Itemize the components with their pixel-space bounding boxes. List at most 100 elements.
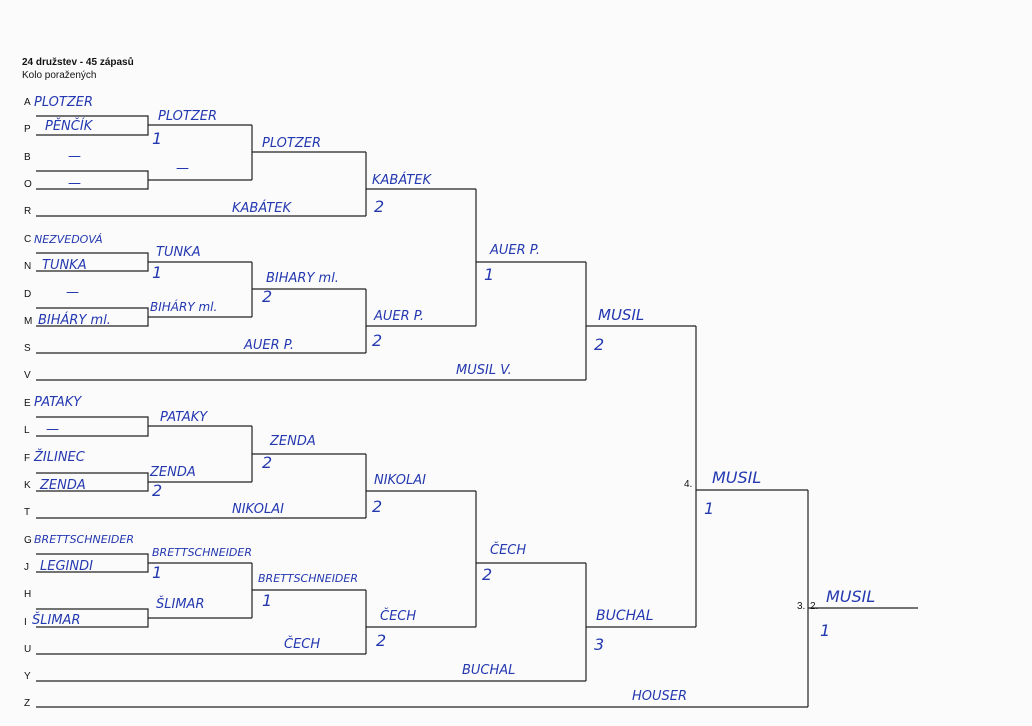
final-results: 4. MUSIL 1 3. 2. MUSIL 1: [684, 468, 875, 640]
r1-score: 2: [152, 481, 162, 500]
r5-winner: BUCHAL: [596, 608, 654, 624]
final-score: 1: [820, 621, 830, 640]
final-winner: MUSIL: [826, 587, 875, 606]
slot-letter: I: [24, 617, 27, 628]
entrant-z: HOUSER: [632, 689, 687, 704]
r4-b: [475, 491, 586, 627]
r4-winner: AUER P.: [489, 243, 540, 258]
r2-a: [251, 125, 366, 180]
slot-letter: K: [24, 480, 31, 491]
slot-letter: J: [24, 562, 29, 573]
r1-pair-bo: [36, 170, 252, 190]
r3-c: [365, 454, 476, 518]
r3-score: 2: [374, 197, 384, 216]
bye-name-r: KABÁTEK: [232, 200, 292, 216]
r3-d: [365, 590, 476, 654]
seed-name-c: NEZVEDOVÁ: [34, 233, 103, 246]
place-label-2: 2.: [810, 601, 818, 612]
r1-pair-ap: [36, 115, 252, 136]
r5-a: [585, 262, 696, 380]
slot-letter: P: [24, 124, 31, 135]
slot-letter: H: [24, 589, 31, 600]
r3-winner: AUER P.: [373, 309, 424, 324]
entrant-v: MUSIL V.: [456, 363, 512, 378]
seed-name-l: —: [46, 422, 59, 437]
r6-winner: MUSIL: [712, 468, 761, 487]
r1-pair-gj: [36, 553, 252, 573]
slot-letter: B: [24, 152, 31, 163]
seed-name-b: —: [68, 149, 81, 164]
round4-results: AUER P. 1 ČECH 2: [482, 243, 540, 584]
r5-winner: MUSIL: [598, 306, 644, 324]
r3-score: 2: [372, 331, 382, 350]
seed-name-d: —: [66, 285, 79, 300]
slot-letter: R: [24, 206, 31, 217]
slot-letter: O: [24, 179, 32, 190]
r1-pair-fk: [36, 472, 252, 492]
entrant-y: BUCHAL: [462, 663, 515, 678]
slot-letter: Y: [24, 671, 31, 682]
slot-letter: L: [24, 425, 30, 436]
bracket-lines: [36, 115, 918, 708]
bye-name-s: AUER P.: [243, 338, 294, 353]
round1-results: PLOTZER 1 — TUNKA 1 BIHÁRY ml. 2 PATAKY …: [149, 109, 272, 612]
r3-score: 2: [372, 497, 382, 516]
seed-name-o: —: [68, 176, 81, 191]
r1-score: 1: [152, 563, 162, 582]
seed-name-m: BIHÁRY ml.: [38, 312, 111, 328]
r2-score: 2: [262, 453, 272, 472]
r1-pair-el: [36, 416, 252, 437]
seed-names: PLOTZER PĚNČÍK — — NEZVEDOVÁ TUNKA — BIH…: [32, 95, 134, 628]
slot-letter: T: [24, 507, 30, 518]
slot-letter: D: [24, 289, 31, 300]
seed-name-n: TUNKA: [42, 258, 87, 273]
seed-name-e: PATAKY: [34, 395, 82, 410]
page-title: 24 družstev - 45 zápasů: [22, 57, 134, 68]
slot-letter: A: [24, 97, 31, 108]
r3-b: [365, 289, 476, 353]
r4-score: 2: [482, 565, 492, 584]
r3-a: [365, 152, 476, 216]
r1-score: 1: [152, 129, 162, 148]
r2-score: 1: [262, 591, 272, 610]
r5-score: 2: [594, 335, 604, 354]
slot-letter: C: [24, 234, 31, 245]
r5-score: 3: [594, 635, 604, 654]
seed-name-j: LEGINDI: [40, 559, 93, 574]
slot-letter: S: [24, 343, 31, 354]
r1-pair-cn: [36, 252, 252, 272]
r4-score: 1: [484, 265, 494, 284]
r1-pair-dm: [36, 307, 252, 327]
seed-name-g: BRETTSCHNEIDER: [34, 533, 134, 546]
r1-winner: BRETTSCHNEIDER: [152, 546, 252, 559]
r-final: [807, 490, 918, 707]
seed-name-a: PLOTZER: [34, 95, 93, 110]
slot-letter: M: [24, 316, 32, 327]
r1-winner: —: [176, 161, 189, 176]
seed-name-k: ZENDA: [39, 478, 86, 493]
r2-b: [251, 262, 366, 317]
seed-name-f: ŽILINEC: [33, 449, 86, 465]
r3-score: 2: [376, 631, 386, 650]
bye-entrants: KABÁTEK AUER P. NIKOLAI ČECH: [232, 200, 320, 652]
r1-winner: PATAKY: [160, 410, 208, 425]
late-entrants: MUSIL V. BUCHAL HOUSER: [456, 363, 687, 704]
slot-letter: N: [24, 261, 31, 272]
seed-name-i: ŠLIMAR: [32, 612, 80, 628]
round5-results: MUSIL 2 BUCHAL 3: [594, 306, 654, 654]
r1-winner: TUNKA: [156, 245, 201, 260]
r3-winner: KABÁTEK: [372, 172, 432, 188]
r1-winner: BIHÁRY ml.: [150, 299, 217, 314]
bye-name-u: ČECH: [284, 636, 320, 652]
seed-name-p: PĚNČÍK: [45, 118, 94, 134]
round2-results: PLOTZER BIHARY ml. 2 ZENDA BRETTSCHNEIDE…: [258, 136, 358, 610]
slot-letter: G: [24, 535, 32, 546]
r4-winner: ČECH: [490, 542, 526, 558]
round3-results: KABÁTEK 2 AUER P. 2 NIKOLAI 2 ČECH 2: [372, 172, 432, 650]
r3-winner: ČECH: [380, 608, 416, 624]
r6: [695, 326, 808, 627]
r2-winner: BIHARY ml.: [266, 271, 339, 286]
r3-winner: NIKOLAI: [374, 473, 426, 488]
